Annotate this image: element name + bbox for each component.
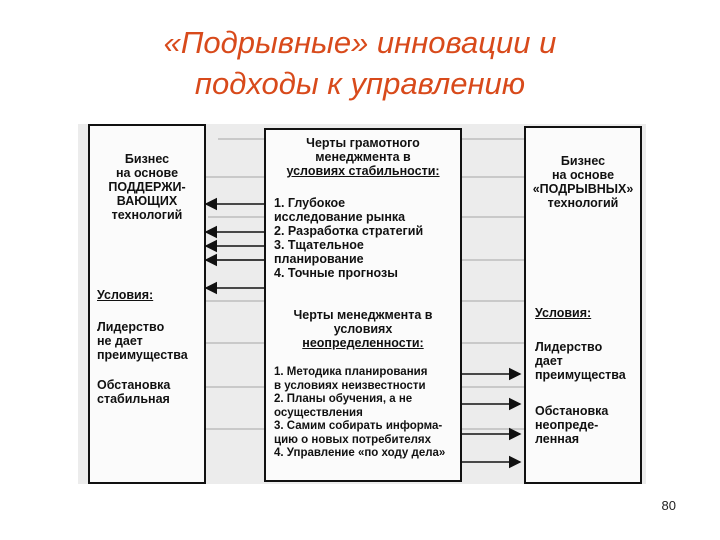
title-line-2: подходы к управлению	[194, 66, 526, 101]
stable-heading: Черты грамотного менеджмента в условиях …	[266, 136, 460, 178]
stable-item: 4. Точные прогнозы	[274, 266, 398, 280]
uncertain-item: 2. Планы обучения, а не	[274, 393, 413, 405]
right-condition-environment: Обстановка неопреде- ленная	[535, 404, 608, 446]
uncertain-item: 1. Методика планирования	[274, 366, 428, 378]
left-condition-line: не дает	[97, 334, 143, 348]
uncertain-item: осуществления	[274, 406, 363, 419]
left-heading: Бизнес на основе ПОДДЕРЖИ- ВАЮЩИХ технол…	[90, 152, 204, 222]
stable-heading-line: менеджмента в	[315, 150, 411, 164]
right-heading-line: технологий	[547, 196, 619, 210]
stable-item: исследование рынка	[274, 210, 406, 224]
stable-item: 2. Разработка стратегий	[274, 224, 424, 238]
scanned-diagram: Бизнес на основе ПОДДЕРЖИ- ВАЮЩИХ технол…	[78, 124, 646, 484]
right-condition-leadership: Лидерство дает преимущества	[535, 340, 626, 382]
page-number: 80	[661, 498, 676, 513]
slide-title: «Подрывные» инновации и подходы к управл…	[0, 22, 720, 104]
left-conditions-label: Условия:	[97, 288, 154, 302]
uncertain-heading: Черты менеджмента в условиях неопределен…	[266, 308, 460, 350]
right-heading-line: на основе	[551, 168, 615, 182]
uncertain-item: цию о новых потребителях	[274, 433, 432, 446]
left-condition-line: преимущества	[97, 348, 188, 362]
right-condition-line: ленная	[535, 432, 580, 446]
left-condition-line: стабильная	[97, 392, 170, 406]
uncertain-heading-line: условиях	[333, 322, 393, 336]
right-column-box: Бизнес на основе «ПОДРЫВНЫХ» технологий …	[524, 126, 642, 484]
right-conditions-label: Условия:	[535, 306, 592, 320]
left-heading-line: ВАЮЩИХ	[116, 194, 178, 208]
stable-item: 3. Тщательное	[274, 238, 364, 252]
left-heading-line: ПОДДЕРЖИ-	[108, 180, 186, 194]
connector-arrows	[204, 197, 522, 469]
right-condition-line: преимущества	[535, 368, 626, 382]
title-line-1: «Подрывные» инновации и	[163, 25, 557, 60]
stable-heading-line: Черты грамотного	[306, 136, 420, 150]
left-heading-line: технологий	[111, 208, 183, 222]
right-heading-line: «ПОДРЫВНЫХ»	[532, 182, 634, 196]
right-condition-line: Лидерство	[535, 340, 603, 354]
uncertain-item: в условиях неизвестности	[274, 379, 426, 392]
left-condition-environment: Обстановка стабильная	[97, 378, 170, 406]
uncertain-items-list: 1. Методика планирования в условиях неиз…	[274, 366, 458, 461]
center-column-box: Черты грамотного менеджмента в условиях …	[264, 128, 462, 482]
uncertain-item: 4. Управление «по ходу дела»	[274, 447, 446, 459]
left-heading-line: на основе	[115, 166, 179, 180]
left-condition-line: Обстановка	[97, 378, 171, 392]
uncertain-heading-line: Черты менеджмента в	[293, 308, 433, 322]
left-condition-line: Лидерство	[97, 320, 165, 334]
right-condition-line: Обстановка	[535, 404, 609, 418]
left-condition-leadership: Лидерство не дает преимущества	[97, 320, 188, 362]
right-condition-line: дает	[535, 354, 563, 368]
uncertain-heading-line: неопределенности:	[302, 336, 424, 350]
right-heading-line: Бизнес	[560, 154, 606, 168]
left-heading-line: Бизнес	[124, 152, 170, 166]
right-heading: Бизнес на основе «ПОДРЫВНЫХ» технологий	[526, 154, 640, 210]
right-condition-line: неопреде-	[535, 418, 599, 432]
stable-item: 1. Глубокое	[274, 196, 346, 210]
uncertain-item: 3. Самим собирать информа-	[274, 420, 443, 432]
stable-items-list: 1. Глубокое исследование рынка 2. Разраб…	[274, 196, 454, 280]
scan-artifact	[168, 428, 348, 430]
stable-heading-line: условиях стабильности:	[286, 164, 440, 178]
left-column-box: Бизнес на основе ПОДДЕРЖИ- ВАЮЩИХ технол…	[88, 124, 206, 484]
stable-item: планирование	[274, 252, 364, 266]
